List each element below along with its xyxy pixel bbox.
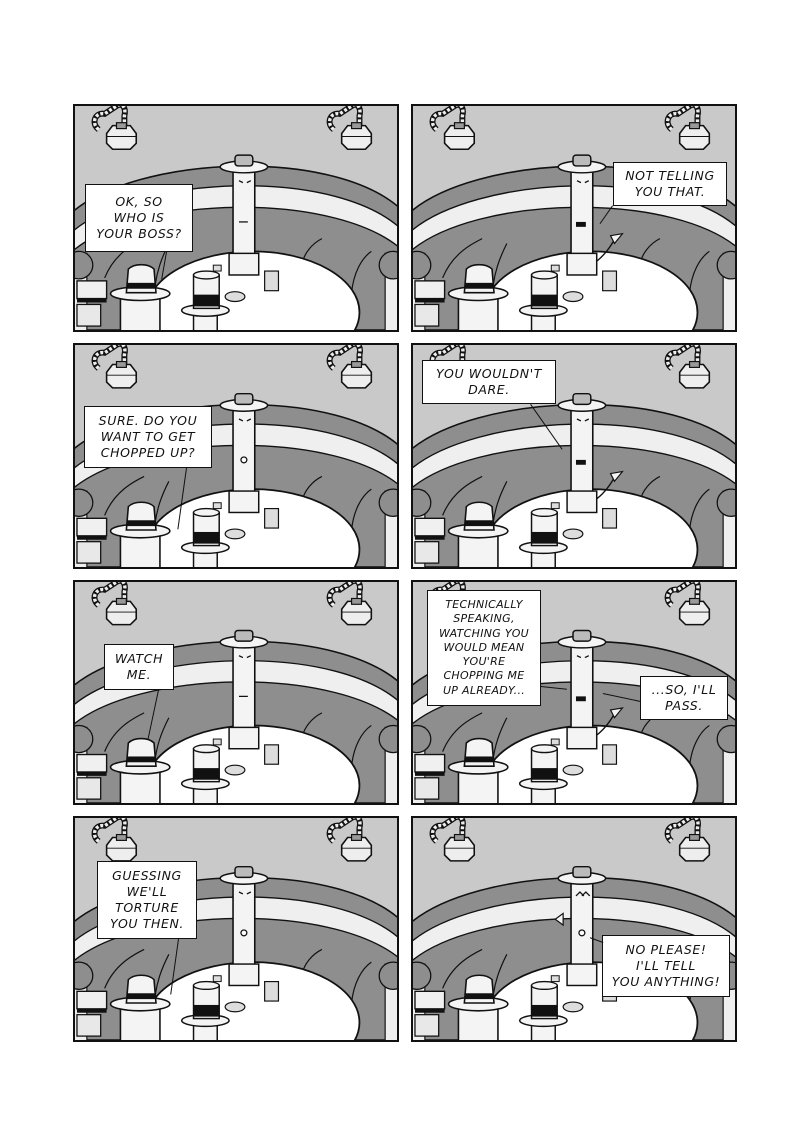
comic-panel-5: WATCH ME.: [73, 580, 399, 805]
speech-bubble: GUESSING WE'LL TORTURE YOU THEN.: [97, 861, 197, 939]
comic-panel-3: SURE. DO YOU WANT TO GET CHOPPED UP?: [73, 343, 399, 569]
speech-bubble: NO PLEASE! I'LL TELL YOU ANYTHING!: [602, 935, 730, 997]
speech-bubble: WATCH ME.: [104, 644, 174, 690]
speech-bubble: OK, SO WHO IS YOUR BOSS?: [85, 184, 193, 252]
comic-panel-7: GUESSING WE'LL TORTURE YOU THEN.: [73, 816, 399, 1042]
speech-bubble: NOT TELLING YOU THAT.: [613, 162, 727, 206]
comic-panel-8: NO PLEASE! I'LL TELL YOU ANYTHING!: [411, 816, 737, 1042]
comic-panel-1: OK, SO WHO IS YOUR BOSS?: [73, 104, 399, 332]
booth-scene-illustration: [75, 582, 397, 803]
speech-bubble: SURE. DO YOU WANT TO GET CHOPPED UP?: [84, 406, 212, 468]
booth-scene-illustration: [413, 818, 735, 1040]
comic-panel-2: NOT TELLING YOU THAT.: [411, 104, 737, 332]
comic-panel-6: TECHNICALLY SPEAKING, WATCHING YOU WOULD…: [411, 580, 737, 805]
speech-bubble: TECHNICALLY SPEAKING, WATCHING YOU WOULD…: [427, 590, 541, 706]
booth-scene-illustration: [413, 106, 735, 330]
comic-panel-4: YOU WOULDN'T DARE.: [411, 343, 737, 569]
speech-bubble: YOU WOULDN'T DARE.: [422, 360, 556, 404]
speech-bubble: ...SO, I'LL PASS.: [640, 676, 728, 720]
